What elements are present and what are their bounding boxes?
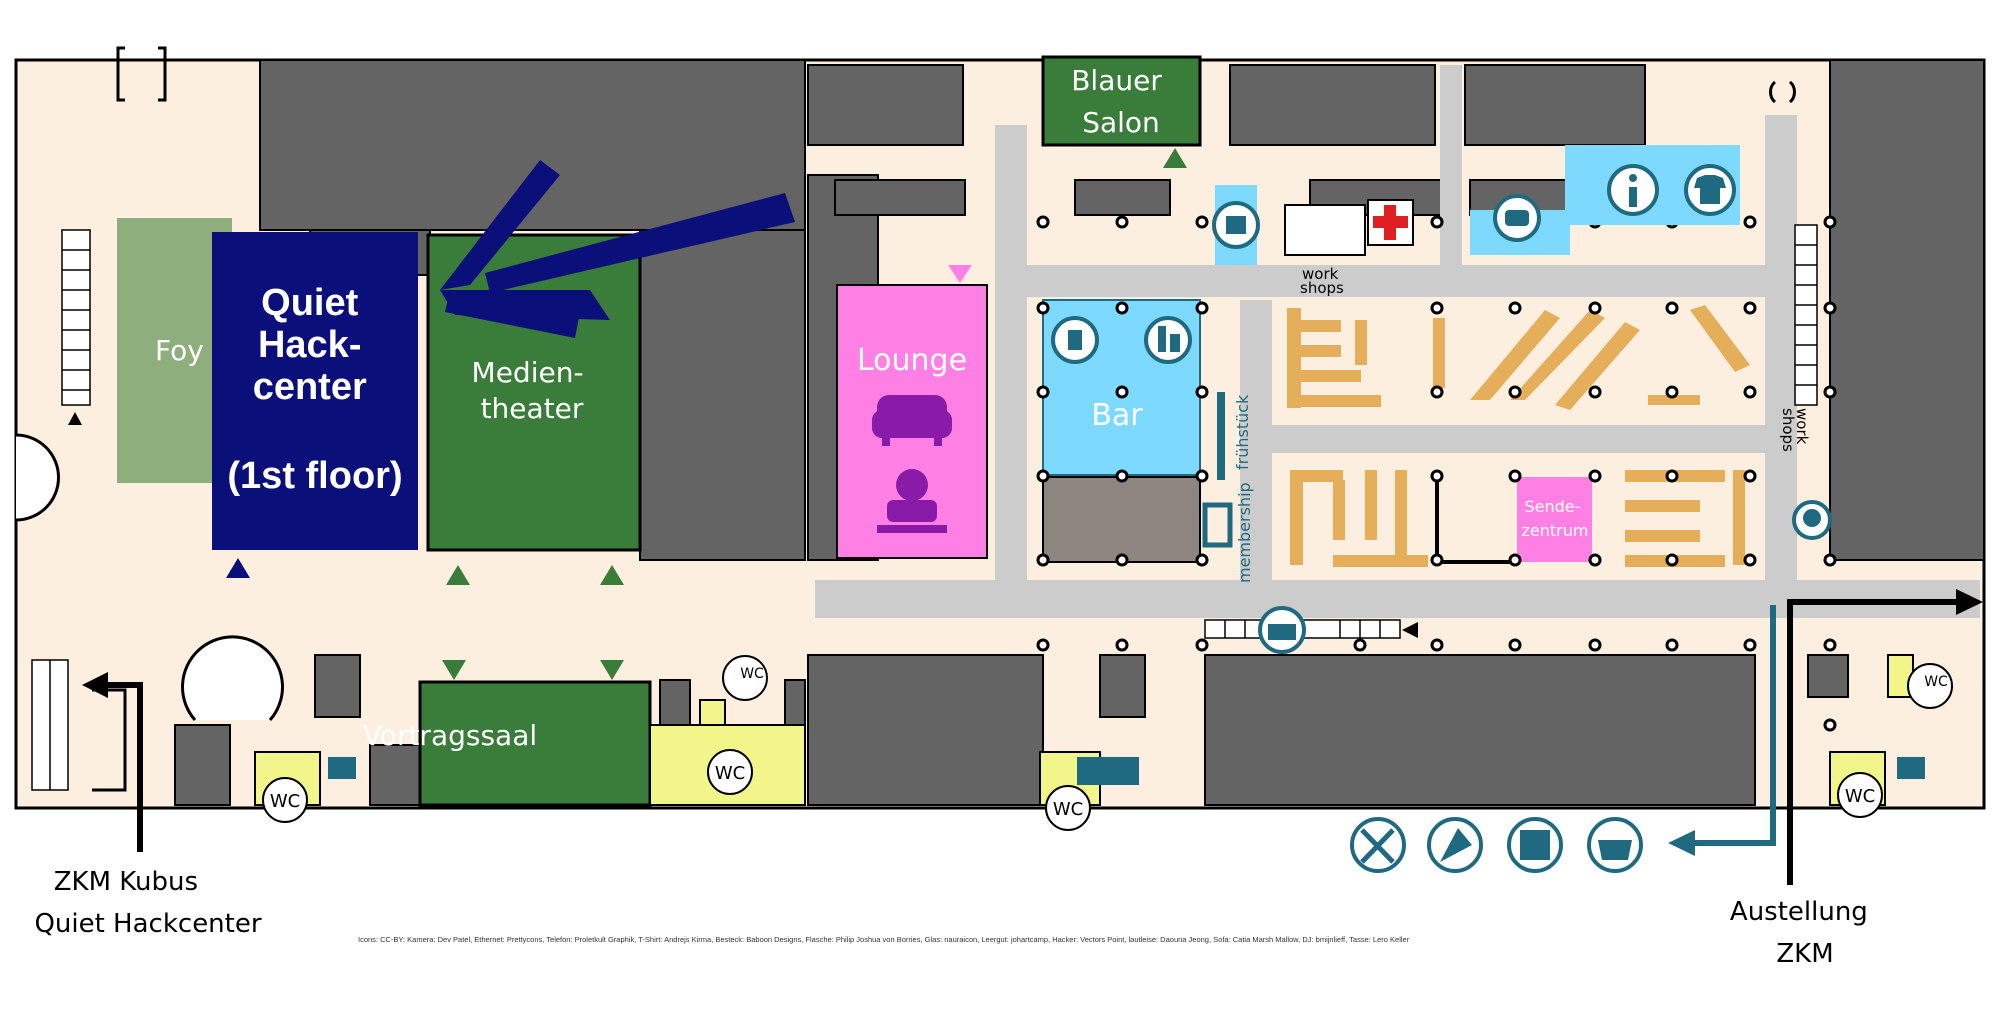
escalator-direction-marker: [1402, 622, 1418, 638]
workshop-room-top: [1284, 204, 1366, 256]
blauer-salon-entrance: [1163, 148, 1187, 168]
direction-arrow-to-quiet-hackcenter: [440, 160, 795, 338]
food-arrow-head: [1668, 830, 1695, 856]
bottle-crate-icon: [1258, 606, 1306, 654]
wc-icon-3: WC: [1045, 785, 1091, 831]
svg-text:WC: WC: [1845, 786, 1875, 807]
quiet-hackcenter-room[interactable]: [212, 232, 418, 550]
bottle-icon: [1144, 316, 1192, 364]
ausstellung-arrow-head: [1956, 589, 1983, 615]
lounge-label: Lounge: [857, 343, 967, 378]
bottom-left-wall-segment: [92, 688, 127, 792]
wc-icon-accessible-1: WC: [722, 655, 768, 701]
vortragssaal-entrance-right: [600, 660, 624, 680]
elevator-icon-left: [328, 757, 356, 779]
svg-text:WC: WC: [1924, 674, 1948, 690]
tables-bottom: [1290, 470, 1745, 567]
ausstellung-direction-arrow: [1787, 599, 1960, 885]
stairs-left: [61, 229, 91, 406]
drink-glass-icon: [1051, 316, 1099, 364]
stairs-up-marker: [68, 412, 82, 425]
blauer-salon-label: Blauer Salon: [1071, 64, 1171, 139]
fruehstueck-counter: [1217, 392, 1225, 480]
pillars: [1036, 215, 1837, 732]
medientheater-room[interactable]: [426, 233, 642, 552]
corridors: [815, 65, 1980, 618]
wc-icon-accessible-2: WC: [1907, 663, 1953, 709]
cutlery-icon: [1350, 817, 1406, 873]
bar-label: Bar: [1091, 398, 1143, 433]
stairs-right: [1794, 224, 1818, 406]
foyer-label: Foy: [155, 334, 204, 367]
pot-icon: [1587, 817, 1643, 873]
sofa-icon: [872, 395, 952, 446]
zkm-kubus-label: ZKM Kubus Quiet Hackcenter: [34, 867, 261, 939]
entrance-bracket-top-right: [1769, 80, 1796, 104]
workshops-top-label: work shops: [1300, 265, 1344, 297]
elevator-icon-right: [1897, 757, 1925, 779]
vortragssaal-entrance-left: [442, 660, 466, 680]
ethernet-icon: [1212, 185, 1260, 265]
ausstellung-label: Austellung ZKM: [1730, 897, 1876, 969]
quiet-hackcenter-label: Quiet Hack- center (1st floor): [227, 282, 402, 497]
sendezentrum-label: Sende- zentrum: [1522, 497, 1589, 540]
sendezentrum-room[interactable]: [1517, 477, 1592, 562]
foyer-rotunda: [15, 433, 60, 522]
medientheater-label: Medien- theater: [472, 356, 593, 425]
medientheater-entrance-left: [446, 565, 470, 585]
fruehstueck-label: frühstück: [1233, 394, 1252, 470]
tables-top: [1287, 305, 1750, 410]
svg-text:WC: WC: [715, 763, 745, 784]
info-icon: [1607, 164, 1659, 216]
svg-text:WC: WC: [270, 791, 300, 812]
elevator-icon-middle: [1077, 757, 1139, 785]
bottom-left-rotunda: [181, 635, 284, 721]
telephone-icon: [1470, 194, 1570, 255]
entrance-bracket-top-left: [116, 46, 167, 102]
medientheater-entrance-right: [600, 565, 624, 585]
pizza-icon: [1427, 817, 1483, 873]
zkm-kubus-direction-arrow: [100, 682, 143, 852]
wc-icon-2: WC: [707, 749, 753, 795]
waffle-icon: [1507, 817, 1563, 873]
icon-credits: Icons: CC-BY: Kamera: Dev Patel, Etherne…: [358, 935, 1410, 944]
quiet-hackcenter-entrance-marker: [226, 558, 250, 578]
vortragssaal-room[interactable]: [418, 680, 652, 807]
zkm-kubus-arrow-head: [82, 672, 108, 698]
svg-text:WC: WC: [740, 666, 764, 682]
blauer-salon-room[interactable]: [1041, 55, 1202, 147]
wc-icon-4: WC: [1837, 772, 1883, 818]
dj-icon: [877, 469, 947, 533]
membership-desk: [1202, 502, 1233, 548]
workshops-right-label: work shops: [1779, 408, 1811, 452]
wc-icon-1: WC: [262, 777, 308, 823]
vortragssaal-label: Vortragssaal: [363, 719, 537, 752]
hacker-icon: [1792, 500, 1832, 540]
lounge-entrance-marker: [948, 265, 972, 283]
bar-storage: [1042, 476, 1201, 563]
stairs-bottom-left: [31, 659, 69, 791]
wc-areas: [254, 654, 1914, 806]
membership-label: membership: [1235, 482, 1254, 583]
first-aid-icon: [1367, 199, 1414, 246]
svg-text:WC: WC: [1053, 799, 1083, 820]
food-direction-arrow: [1690, 605, 1776, 846]
tshirt-icon: [1684, 164, 1736, 216]
